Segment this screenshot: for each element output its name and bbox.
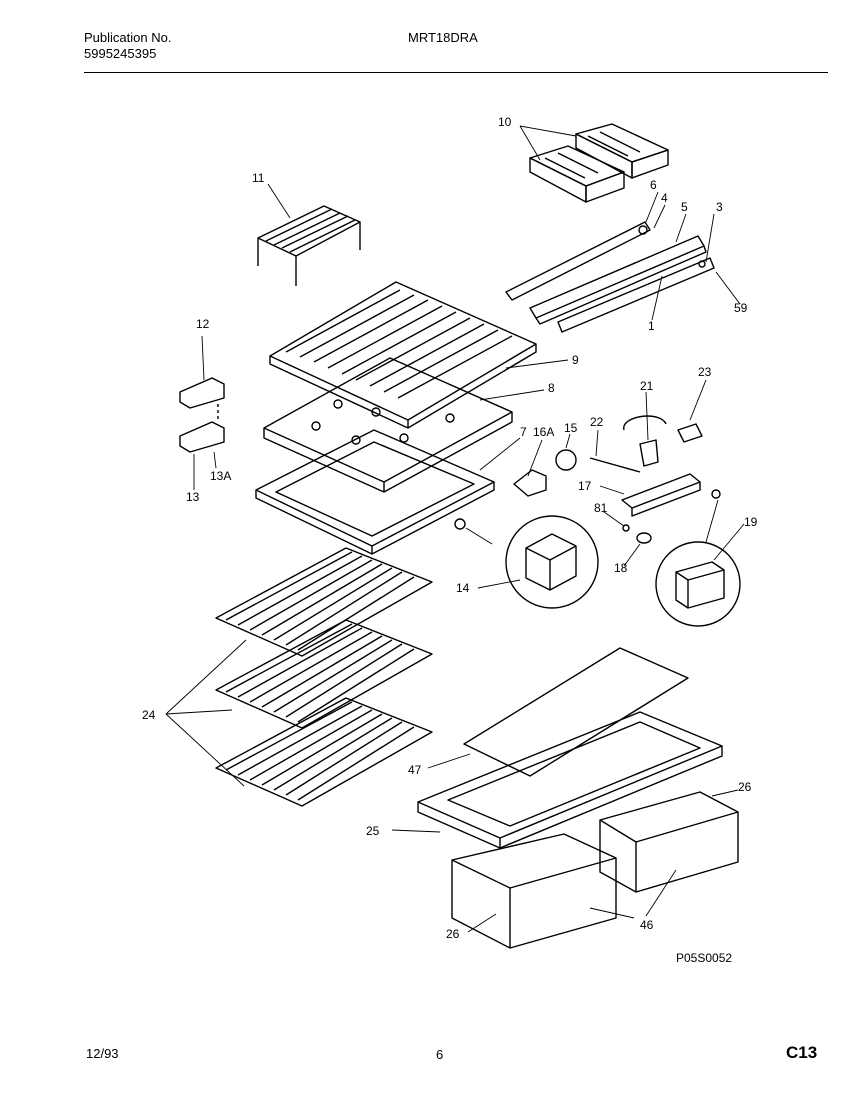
- callout-9: 9: [572, 353, 579, 367]
- callout-16a: 16A: [533, 425, 554, 439]
- callout-12: 12: [196, 317, 210, 331]
- control-cover-part: [263, 357, 513, 493]
- callout-59: 59: [734, 301, 748, 315]
- diagram-code: P05S0052: [676, 951, 732, 965]
- publication-label: Publication No.: [84, 30, 172, 45]
- control-parts: [589, 415, 721, 544]
- callout-3: 3: [716, 200, 723, 214]
- callout-18: 18: [614, 561, 628, 575]
- leader-lines: [165, 125, 745, 933]
- callout-47: 47: [408, 763, 422, 777]
- thermostat-detail-part: [505, 515, 599, 609]
- callout-23: 23: [698, 365, 712, 379]
- callout-24: 24: [142, 708, 156, 722]
- door-bin-part: [179, 377, 225, 453]
- callout-4: 4: [661, 191, 668, 205]
- crisper-glass-part: [463, 647, 689, 777]
- publication-number: 5995245395: [84, 46, 157, 61]
- callout-1: 1: [648, 319, 655, 333]
- ice-tray-part: [529, 123, 669, 203]
- callout-10: 10: [498, 115, 512, 129]
- shelf-frame-part: [255, 429, 495, 555]
- callout-11: 11: [252, 171, 265, 185]
- glass-shelf-part: [269, 281, 537, 429]
- callout-81: 81: [594, 501, 608, 515]
- callout-26-left: 26: [446, 927, 460, 941]
- crisper-cover-frame-part: [417, 711, 723, 849]
- rail-assembly-part: [505, 221, 715, 333]
- callout-25: 25: [366, 824, 380, 838]
- callout-15: 15: [564, 421, 578, 435]
- model-number: MRT18DRA: [408, 30, 478, 45]
- switch-detail-part: [655, 541, 741, 627]
- callout-13a: 13A: [210, 469, 231, 483]
- callout-21: 21: [640, 379, 654, 393]
- callout-13: 13: [186, 490, 200, 504]
- callout-46: 46: [640, 918, 654, 932]
- callout-14: 14: [456, 581, 470, 595]
- light-socket-part: [454, 449, 577, 530]
- callout-7: 7: [520, 425, 527, 439]
- callout-22: 22: [590, 415, 604, 429]
- callout-19: 19: [744, 515, 758, 529]
- wire-shelf-small-part: [257, 205, 361, 286]
- callout-17: 17: [578, 479, 592, 493]
- callout-26-right: 26: [738, 780, 752, 794]
- wire-shelf-part: [215, 547, 433, 807]
- callout-6: 6: [650, 178, 657, 192]
- header-rule: [84, 72, 828, 73]
- callout-5: 5: [681, 200, 688, 214]
- callout-8: 8: [548, 381, 555, 395]
- footer-page-number: 6: [436, 1047, 444, 1062]
- footer-date: 12/93: [86, 1046, 119, 1061]
- crisper-drawer-part: [451, 791, 739, 949]
- footer-section: C13: [786, 1043, 818, 1062]
